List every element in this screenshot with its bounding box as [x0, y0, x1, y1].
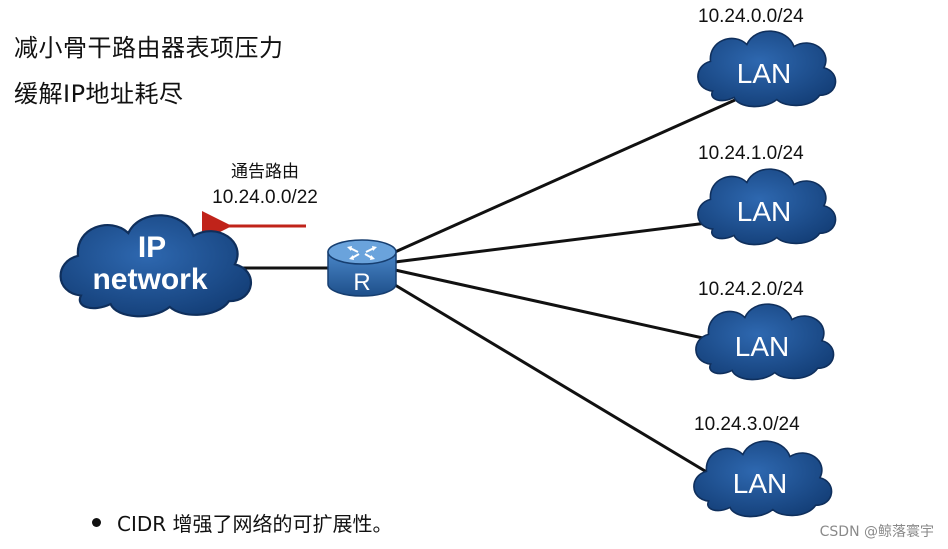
- lan-label-3: LAN: [735, 331, 789, 362]
- router-label: R: [353, 269, 370, 296]
- lan-subnet-4: 10.24.3.0/24: [694, 414, 800, 435]
- ip-network-label-line2: network: [92, 263, 207, 296]
- advertisement-label: 通告路由: [231, 162, 299, 182]
- link-router-lan-4: [389, 280, 721, 482]
- bullet-dot-icon: [92, 518, 101, 527]
- lan-subnet-3: 10.24.2.0/24: [698, 279, 804, 300]
- lan-label-1: LAN: [737, 58, 791, 89]
- link-router-lan-2: [394, 220, 716, 264]
- lan-subnet-1: 10.24.0.0/24: [698, 6, 804, 27]
- link-router-lan-1: [394, 98, 736, 254]
- bullet-text: CIDR 增强了网络的可扩展性。: [117, 512, 393, 536]
- lan-label-2: LAN: [737, 196, 791, 227]
- lan-subnet-2: 10.24.1.0/24: [698, 143, 804, 164]
- watermark: CSDN @鲸落寰宇: [819, 524, 934, 540]
- ip-network-label-line1: IP: [138, 231, 166, 264]
- heading-line-1: 减小骨干路由器表项压力: [14, 34, 284, 62]
- link-router-lan-3: [394, 268, 713, 342]
- advertisement-caption: 通告路由 10.24.0.0/22: [190, 160, 340, 210]
- router-icon: [327, 239, 397, 297]
- heading-line-2: 缓解IP地址耗尽: [14, 80, 184, 108]
- lan-label-4: LAN: [733, 468, 787, 499]
- bullet-point: CIDR 增强了网络的可扩展性。: [92, 508, 393, 537]
- advertisement-prefix: 10.24.0.0/22: [212, 187, 318, 208]
